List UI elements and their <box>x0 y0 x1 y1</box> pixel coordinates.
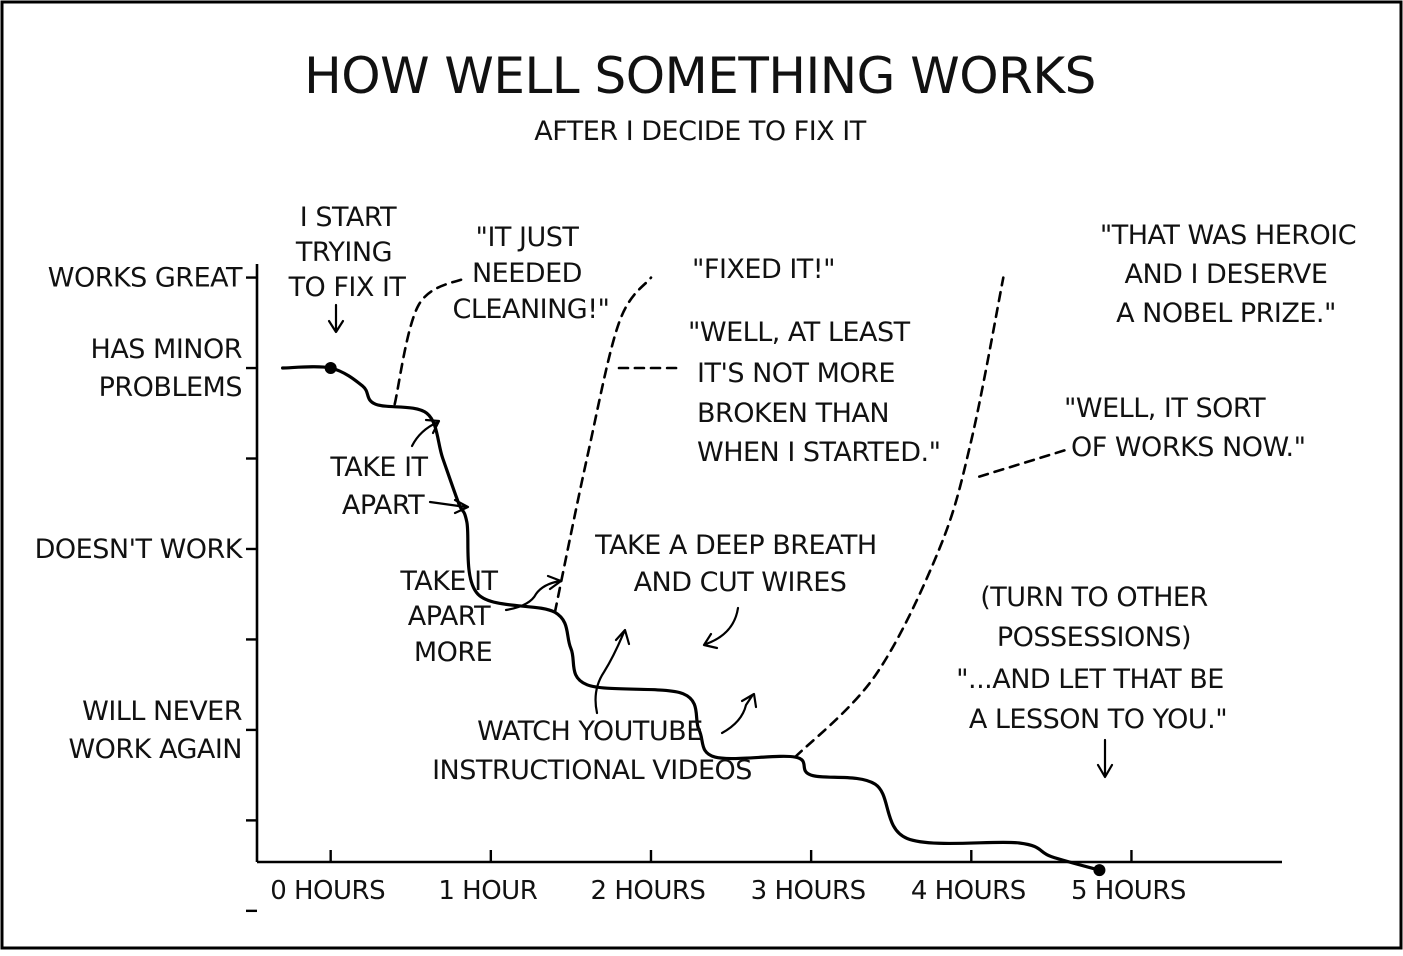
annotation-lesson: (TURN TO OTHER POSSESSIONS) "...AND LET … <box>956 582 1232 735</box>
arrow-start <box>327 303 345 334</box>
y-category-label-line: WILL NEVER <box>82 696 242 727</box>
annotation-line: "THAT WAS HEROIC <box>1100 220 1356 251</box>
y-axis-labels: WORKS GREAT HAS MINOR PROBLEMS DOESN'T WORK… <box>35 263 245 765</box>
annotation-line: OF WORKS NOW." <box>1071 432 1306 463</box>
series-layer <box>281 276 1101 872</box>
annotation-line: TAKE A DEEP BREATH <box>594 530 877 561</box>
dashed-series-line <box>393 276 469 406</box>
annotation-line: INSTRUCTIONAL VIDEOS <box>432 755 752 786</box>
annotation-line: WATCH YOUTUBE <box>477 716 703 747</box>
arrow-take-apart <box>428 498 470 515</box>
y-category-label-line: DOESN'T WORK <box>35 534 244 565</box>
x-tick-label: 4 HOURS <box>911 876 1026 906</box>
annotation-arrows <box>327 303 1114 779</box>
annotation-take-apart-more: TAKE IT APART MORE <box>399 566 505 668</box>
annotation-line: CLEANING!" <box>453 294 610 325</box>
annotation-line: I START <box>300 202 397 233</box>
annotation-line: MORE <box>414 637 492 668</box>
annotation-line: AND I DESERVE <box>1124 259 1327 290</box>
data-point <box>1093 864 1106 877</box>
annotation-line: NEEDED <box>472 258 582 289</box>
y-axis-ticks <box>246 276 257 913</box>
annotation-youtube: WATCH YOUTUBE INSTRUCTIONAL VIDEOS <box>432 716 752 786</box>
annotation-cleaning: "IT JUST NEEDED CLEANING!" <box>453 222 610 325</box>
annotation-line: WHEN I STARTED." <box>697 437 941 468</box>
x-tick-label: 5 HOURS <box>1071 876 1186 906</box>
annotation-line: TAKE IT <box>329 452 428 483</box>
x-tick-label: 2 HOURS <box>591 876 706 906</box>
annotations: I START TRYING TO FIX IT "IT JUST NEEDED… <box>288 202 1364 786</box>
x-tick-label: 3 HOURS <box>751 876 866 906</box>
y-category-label: HAS MINOR PROBLEMS <box>91 334 242 403</box>
annotation-at-least: "WELL, AT LEAST IT'S NOT MORE BROKEN THA… <box>688 317 941 468</box>
annotation-line: A NOBEL PRIZE." <box>1116 298 1336 329</box>
annotation-line: BROKEN THAN <box>697 398 889 429</box>
y-category-label: WILL NEVER WORK AGAIN <box>68 696 242 765</box>
annotation-line: "IT JUST <box>476 222 580 253</box>
annotation-sort-of: "WELL, IT SORT OF WORKS NOW." <box>1064 393 1306 463</box>
arrow-deep-breath <box>702 606 740 650</box>
annotation-line: APART <box>342 490 425 521</box>
annotation-line: "WELL, IT SORT <box>1064 393 1266 424</box>
data-point <box>324 362 337 375</box>
dashed-series-line <box>978 448 1069 478</box>
annotation-line: TRYING <box>295 237 392 268</box>
arrow-take-apart-more <box>504 574 563 612</box>
y-category-label-line: WORK AGAIN <box>68 734 242 765</box>
annotation-heroic: "THAT WAS HEROIC AND I DESERVE A NOBEL P… <box>1100 220 1364 329</box>
annotation-deep-breath: TAKE A DEEP BREATH AND CUT WIRES <box>594 530 885 598</box>
dashed-series-line <box>553 276 653 614</box>
arrow-youtube-left <box>594 628 631 715</box>
x-tick-label: 1 HOUR <box>438 876 537 906</box>
points-layer <box>324 362 1106 877</box>
chart-title: HOW WELL SOMETHING WORKS <box>304 47 1096 105</box>
arrow-youtube-right <box>720 692 758 735</box>
y-category-label-line: HAS MINOR <box>91 334 242 365</box>
annotation-line: A LESSON TO YOU." <box>969 704 1227 735</box>
annotation-line: IT'S NOT MORE <box>697 358 895 389</box>
annotation-start: I START TRYING TO FIX IT <box>288 202 407 303</box>
main-series-line <box>281 365 1101 872</box>
annotation-line: "...AND LET THAT BE <box>956 664 1224 695</box>
annotation-line: TO FIX IT <box>288 272 407 303</box>
annotation-line: APART <box>408 601 491 632</box>
x-tick-label: 0 HOURS <box>270 876 385 906</box>
y-category-label-line: WORKS GREAT <box>48 263 243 294</box>
dashed-series-line <box>793 276 1005 759</box>
y-category-label: DOESN'T WORK <box>35 534 244 565</box>
annotation-take-apart: TAKE IT APART <box>329 452 435 521</box>
annotation-line: "WELL, AT LEAST <box>688 317 911 348</box>
annotation-line: TAKE IT <box>399 566 498 597</box>
arrow-take-apart-up <box>410 418 441 448</box>
y-category-label-line: PROBLEMS <box>99 372 242 403</box>
x-axis-ticks: 0 HOURS 1 HOUR 2 HOURS 3 HOURS 4 HOURS 5 HOUR… <box>270 850 1186 906</box>
annotation-line: (TURN TO OTHER <box>980 582 1208 613</box>
chart-subtitle: AFTER I DECIDE TO FIX IT <box>534 116 866 147</box>
arrow-end <box>1096 738 1114 779</box>
annotation-line: POSSESSIONS) <box>997 622 1191 653</box>
annotation-line: AND CUT WIRES <box>634 567 847 598</box>
y-category-label: WORKS GREAT <box>48 263 243 294</box>
annotation-fixed-it: "FIXED IT!" <box>692 254 835 285</box>
